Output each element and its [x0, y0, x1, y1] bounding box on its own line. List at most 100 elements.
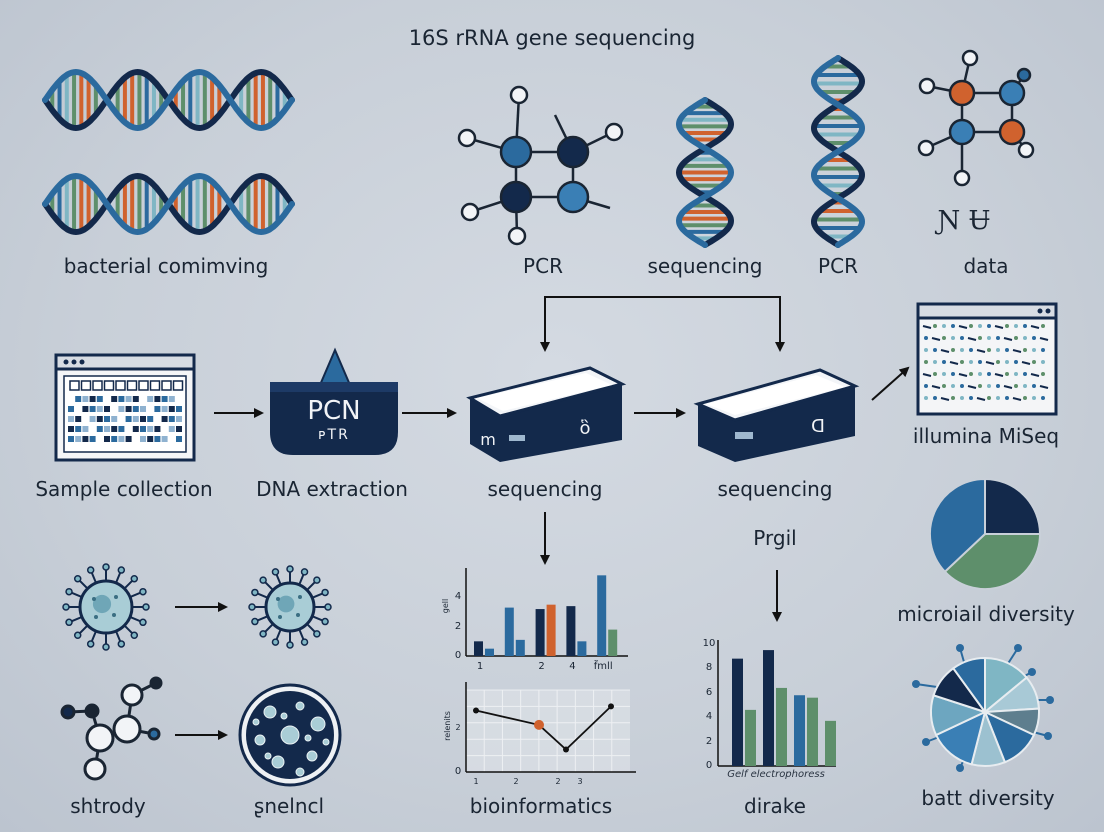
- read-dot: [1023, 348, 1027, 352]
- sample-cell: [132, 396, 139, 402]
- read-segment: [940, 397, 950, 401]
- colony: [263, 705, 277, 719]
- microbe-spike-tip: [130, 631, 139, 640]
- sample-cell: [82, 406, 89, 412]
- label-bacterial: bacterial comimving: [63, 254, 269, 278]
- sample-cell: [118, 396, 125, 402]
- read-dot: [924, 396, 928, 400]
- read-dot: [942, 360, 946, 364]
- sequencer-device-2: [693, 368, 860, 462]
- chart3-bar: [807, 697, 818, 766]
- label-sample-collection: Sample collection: [35, 477, 213, 501]
- pie2-callout-dot: [912, 680, 920, 688]
- read-dot: [924, 360, 928, 364]
- read-segment: [922, 325, 932, 329]
- helix-strand: [675, 97, 735, 248]
- chart1-bar: [504, 607, 514, 656]
- sample-cell: [96, 426, 103, 432]
- sample-cell: [147, 426, 154, 432]
- read-dot: [996, 348, 1000, 352]
- sample-well: [149, 380, 161, 391]
- colony: [295, 701, 305, 711]
- pie1-slice: [984, 477, 1042, 535]
- microbe-spike-tip: [248, 603, 256, 611]
- line-chart: [465, 682, 636, 773]
- read-dot: [960, 348, 964, 352]
- pie2-slice: [951, 656, 986, 716]
- page-title: 16S rRNA gene sequencing: [408, 26, 696, 50]
- sample-cell: [147, 416, 154, 422]
- microbe-granule: [94, 615, 98, 619]
- read-segment: [922, 373, 932, 377]
- chart1-bar: [577, 641, 587, 656]
- sample-cell: [89, 416, 96, 422]
- colony: [264, 752, 272, 760]
- read-dot: [978, 360, 982, 364]
- microbe-spike-tip: [286, 565, 294, 573]
- read-segment: [940, 349, 950, 353]
- sample-cell: [140, 406, 146, 412]
- sample-cell: [154, 406, 161, 412]
- read-dot: [969, 348, 973, 352]
- read-dot: [1014, 360, 1018, 364]
- microbe-granule: [298, 595, 302, 599]
- bar-chart-1: [465, 568, 628, 657]
- read-segment: [1012, 349, 1022, 353]
- sample-cell: [168, 406, 175, 412]
- colony: [295, 767, 305, 777]
- read-segment: [1039, 385, 1049, 389]
- read-dot: [942, 336, 946, 340]
- microbe-spike-tip: [142, 603, 150, 611]
- dna-helix-group: [42, 55, 866, 248]
- chart1-x-tick: f̈mll: [593, 661, 613, 672]
- sample-cell: [75, 416, 82, 422]
- chart1-y-tick: 4: [454, 591, 462, 603]
- chart3-bar: [745, 709, 756, 766]
- chart1-bar: [608, 629, 618, 656]
- microbe-granule: [92, 597, 96, 601]
- read-dot: [996, 396, 1000, 400]
- read-segment: [967, 337, 977, 341]
- chart2-x-tick: 2: [513, 777, 519, 786]
- sample-cell: [68, 416, 74, 422]
- microbe-spike-tip: [73, 574, 82, 583]
- pie2-callout-dot: [1046, 696, 1054, 704]
- chart2-x-tick: 1: [473, 777, 479, 786]
- flow-arrows: [175, 296, 910, 740]
- read-dot: [933, 396, 937, 400]
- chart3-bar: [794, 695, 805, 766]
- read-dot: [1005, 360, 1009, 364]
- read-dot: [1023, 372, 1027, 376]
- read-segment: [1039, 337, 1049, 341]
- chart2-series-line: [475, 705, 612, 751]
- chart3-y-tick: 0: [705, 760, 713, 771]
- sample-cell: [147, 396, 154, 402]
- microbe-spike-tip: [321, 588, 329, 597]
- sample-cell: [96, 406, 103, 412]
- microbe-spike-tip: [300, 638, 309, 646]
- pie2-callout-dot: [922, 738, 930, 746]
- read-dot: [1005, 348, 1009, 352]
- helix-strand: [675, 97, 735, 248]
- read-dot: [951, 384, 955, 388]
- read-dot: [960, 396, 964, 400]
- read-dot: [942, 324, 946, 328]
- read-dot: [951, 372, 955, 376]
- microbe-spike-tip: [300, 568, 309, 576]
- sample-cell: [96, 416, 103, 422]
- read-dot: [996, 336, 1000, 340]
- read-dot: [969, 360, 973, 364]
- sample-cell: [111, 416, 118, 422]
- chart1-bar: [566, 606, 576, 656]
- colony: [304, 734, 312, 742]
- sequencer-2-icon: ᗡ: [811, 416, 825, 437]
- read-segment: [976, 349, 986, 353]
- label-dirake: dirake: [744, 794, 806, 818]
- sample-cell: [68, 436, 74, 442]
- label-microbial: microiail diversity: [897, 602, 1075, 626]
- sample-well: [115, 380, 126, 391]
- read-dot: [969, 324, 973, 328]
- read-segment: [994, 373, 1004, 377]
- read-dot: [1041, 396, 1045, 400]
- sample-cell: [82, 396, 89, 402]
